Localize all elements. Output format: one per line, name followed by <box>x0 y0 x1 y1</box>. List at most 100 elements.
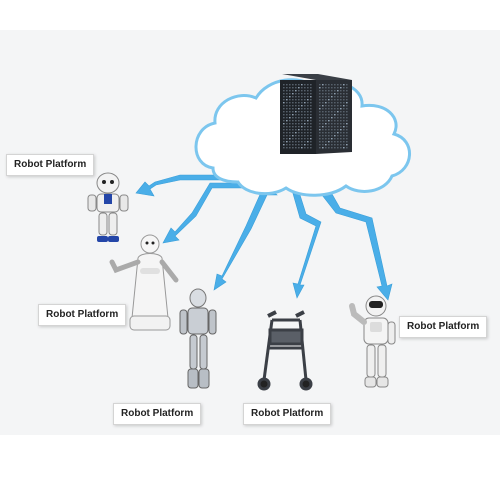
server-vent <box>298 147 300 149</box>
server-vent <box>319 99 321 101</box>
server-vent <box>298 90 300 92</box>
server-vent <box>289 108 291 110</box>
server-vent <box>304 129 306 131</box>
server-vent <box>322 138 324 140</box>
server-vent <box>319 93 321 95</box>
server-vent <box>301 84 303 86</box>
server-vent <box>340 102 342 104</box>
server-vent <box>325 90 327 92</box>
server-vent <box>337 141 339 143</box>
server-vent <box>334 114 336 116</box>
server-vent <box>322 120 324 122</box>
server-vent <box>334 96 336 98</box>
server-vent <box>301 105 303 107</box>
server-vent <box>319 111 321 113</box>
robot-platform-label: Robot Platform <box>243 403 332 425</box>
robot-platform-label: Robot Platform <box>6 154 95 176</box>
server-vent <box>325 102 327 104</box>
server-vent <box>307 147 309 149</box>
server-vent <box>289 111 291 113</box>
server-vent <box>334 84 336 86</box>
server-vent <box>322 123 324 125</box>
server-vent <box>343 84 345 86</box>
server-vent <box>319 123 321 125</box>
server-vent <box>289 126 291 128</box>
server-vent <box>319 87 321 89</box>
server-vent <box>301 138 303 140</box>
server-vent <box>322 105 324 107</box>
server-vent <box>307 96 309 98</box>
server-vent <box>298 126 300 128</box>
server-vent <box>325 84 327 86</box>
server-vent <box>295 147 297 149</box>
server-vent <box>322 129 324 131</box>
arrow-to-walker <box>291 189 322 299</box>
server-vent <box>331 135 333 137</box>
server-vent <box>292 144 294 146</box>
server-vent <box>343 126 345 128</box>
server-vent <box>292 102 294 104</box>
server-vent <box>295 111 297 113</box>
server-vent <box>286 84 288 86</box>
server-vent <box>331 117 333 119</box>
server-vent <box>295 141 297 143</box>
server-vent <box>307 87 309 89</box>
server-vent <box>322 87 324 89</box>
server-vent <box>337 99 339 101</box>
server-vent <box>328 117 330 119</box>
server-vent <box>292 93 294 95</box>
server-rack-icon <box>280 74 352 154</box>
server-vent <box>331 144 333 146</box>
server-vent <box>286 138 288 140</box>
server-vent <box>319 102 321 104</box>
server-vent <box>304 90 306 92</box>
server-vent <box>340 99 342 101</box>
server-vent <box>292 87 294 89</box>
server-vent <box>298 144 300 146</box>
arrow-to-nao <box>135 174 249 197</box>
server-vent <box>325 111 327 113</box>
server-vent <box>343 141 345 143</box>
server-vent <box>322 114 324 116</box>
server-vent <box>319 132 321 134</box>
server-vent <box>289 90 291 92</box>
server-vent <box>292 96 294 98</box>
server-vent <box>307 105 309 107</box>
robot-platform-label: Robot Platform <box>38 304 127 326</box>
server-vent <box>340 84 342 86</box>
server-vent <box>286 117 288 119</box>
server-vent <box>283 111 285 113</box>
server-vent <box>322 141 324 143</box>
server-vent <box>310 108 312 110</box>
server-vent <box>292 138 294 140</box>
server-vent <box>331 141 333 143</box>
server-vent <box>310 99 312 101</box>
server-vent <box>286 96 288 98</box>
server-vent <box>304 105 306 107</box>
server-vent <box>289 93 291 95</box>
server-vent <box>328 123 330 125</box>
server-vent <box>307 141 309 143</box>
server-vent <box>334 102 336 104</box>
server-vent <box>301 111 303 113</box>
server-vent <box>331 90 333 92</box>
server-vent <box>295 84 297 86</box>
server-vent <box>331 84 333 86</box>
server-vent <box>283 90 285 92</box>
server-vent <box>331 111 333 113</box>
server-vent <box>322 93 324 95</box>
server-vent <box>319 108 321 110</box>
server-vent <box>307 102 309 104</box>
server-vent <box>343 90 345 92</box>
server-vent <box>289 117 291 119</box>
server-vent <box>346 87 348 89</box>
server-vent <box>328 84 330 86</box>
server-vent <box>289 99 291 101</box>
server-vent <box>322 111 324 113</box>
server-vent <box>337 135 339 137</box>
server-vent <box>286 120 288 122</box>
server-vent <box>292 132 294 134</box>
server-vent <box>343 132 345 134</box>
server-vent <box>325 144 327 146</box>
server-vent <box>334 108 336 110</box>
